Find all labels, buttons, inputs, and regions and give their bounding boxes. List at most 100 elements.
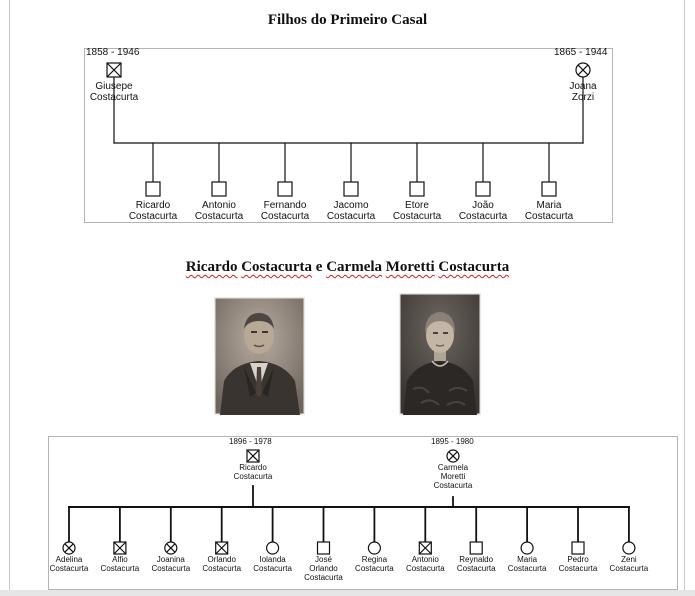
title-word: Carmela [326,259,383,275]
name-line: Etore [405,200,429,211]
name-line: Zorzi [571,92,595,104]
title-word: Costacurta [438,259,510,275]
name-line: Joana [569,81,597,92]
name-line: Costacurta [233,471,273,481]
name-line: Costacurta [433,480,473,490]
name-line: Costacurta [49,563,89,573]
name-line: Costacurta [524,211,574,223]
father-dates: 1896 - 1978 [229,437,272,446]
name-line: Zeni [621,555,637,564]
title-word: e [315,259,323,275]
name-line: Iolanda [259,555,286,564]
name-line: Costacurta [304,572,343,582]
name-line: Costacurta [458,211,508,223]
male-symbol [469,541,483,555]
title-word: Moretti [385,259,435,275]
male-deceased-symbol [106,62,122,78]
name-line: Costacurta [392,211,442,223]
male-symbol [316,541,331,555]
name-line: Orlando [207,555,236,564]
name-line: José [315,555,332,564]
female-symbol [520,541,534,555]
name-line: Costacurta [326,211,376,223]
name-line: Costacurta [456,563,496,573]
name-line: Moretti [440,471,466,481]
name-line: Costacurta [89,92,139,104]
title-word: Ricardo [185,259,238,275]
mother-dates: 1865 - 1944 [554,47,608,58]
male-symbol [571,541,585,555]
name-line: Costacurta [151,563,191,573]
male-deceased-symbol [418,541,432,555]
name-line: Costacurta [507,563,547,573]
name-line: Orlando [309,563,338,573]
name-line: Jacomo [333,200,369,211]
bottom-band [0,590,695,596]
female-symbol [266,541,280,555]
page-right-edge [684,0,685,596]
name-line: Antonio [202,200,236,211]
male-symbol [343,181,359,197]
male-symbol [211,181,227,197]
male-symbol [145,181,161,197]
name-line: Joanina [156,555,185,564]
name-line: Giusepe [95,81,133,92]
name-line: Regina [361,555,388,564]
name-line: Alfio [112,555,128,564]
name-line: Maria [517,555,538,564]
name-line: Fernando [263,200,307,211]
male-symbol [541,181,557,197]
photo-carmela [399,293,481,415]
name-line: Costacurta [405,563,445,573]
name-line: Ricardo [135,200,171,211]
mother-dates: 1895 - 1980 [431,437,474,446]
name-line: Costacurta [100,563,140,573]
father-dates: 1858 - 1946 [86,47,140,58]
female-symbol [367,541,381,555]
name-line: Costacurta [355,563,394,573]
male-deceased-symbol [215,541,229,555]
name-line: Pedro [567,555,589,564]
tree1-frame [84,48,613,223]
female-deceased-symbol [164,541,178,555]
female-deceased-symbol [446,449,460,463]
name-line: Costacurta [253,563,292,573]
name-line: Maria [536,200,562,211]
male-symbol [277,181,293,197]
name-line: Costacurta [609,563,649,573]
male-deceased-symbol [113,541,127,555]
name-line: Costacurta [194,211,244,223]
female-symbol [622,541,636,555]
male-symbol [409,181,425,197]
name-line: João [472,200,494,211]
title-word: Costacurta [241,259,313,275]
page-left-edge [9,0,10,596]
male-deceased-symbol [246,449,260,463]
name-line: Ricardo [239,463,267,472]
tree2-frame [48,436,678,590]
title-first-couple: Filhos do Primeiro Casal [267,12,428,28]
male-symbol [475,181,491,197]
title-second-couple: Ricardo Costacurta e Carmela Moretti Cos… [0,259,695,276]
name-line: Costacurta [558,563,598,573]
name-line: Carmela [437,463,469,472]
female-deceased-symbol [62,541,76,555]
